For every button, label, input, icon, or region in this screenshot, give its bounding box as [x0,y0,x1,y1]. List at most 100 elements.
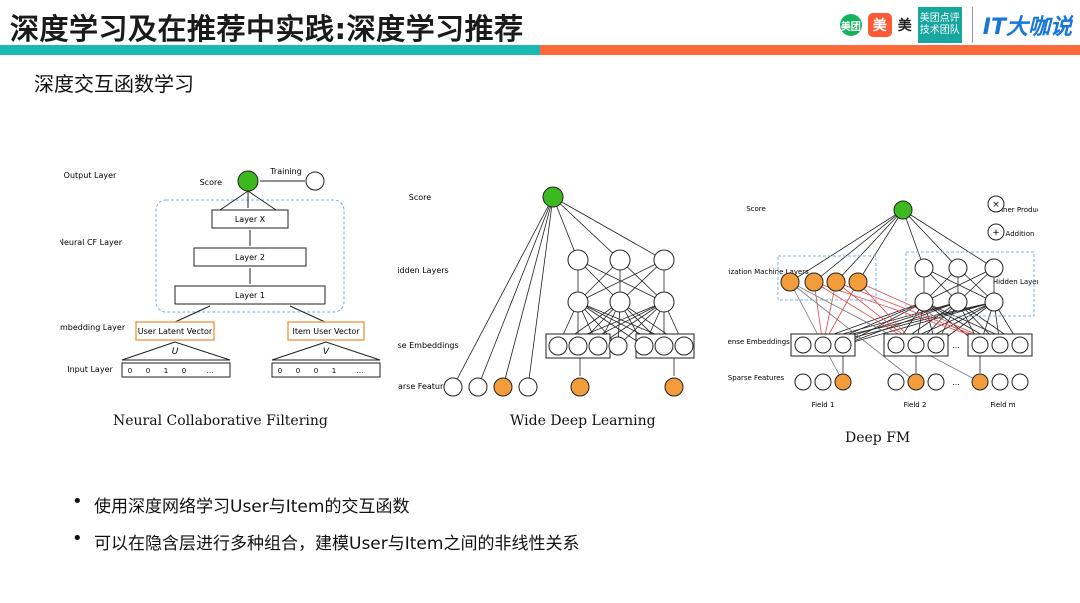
wd-hidden-node [609,249,631,271]
ncf-layer-x [211,209,289,229]
ncf-user-input-row: 0 0 1 0 ... [121,362,231,378]
dfm-fm-box [777,255,877,301]
dfm-sparse-node [991,373,1009,391]
ncf-edge [219,190,249,211]
bullet-list: 使用深度网络学习User与Item的交互函数 可以在隐含层进行多种组合，建模Us… [72,491,579,566]
ncf-item-vector-label: Item User Vector [292,327,360,336]
ncf-neural-cf-box [155,199,345,313]
dfm-caption: Deep FM [845,430,911,446]
ncf-v-label: V [323,347,330,357]
wd-dense-node [634,336,654,356]
ncf-layer-1-label: Layer 1 [235,291,265,300]
wide-deep-diagram: Score Hidden Layers Dense Embeddings Spa… [398,186,695,397]
dfm-dense-edge [842,301,995,346]
dfm-dense-edge [842,301,959,346]
wd-dense-edge [617,301,665,347]
dfm-score-label: Score [746,205,766,213]
ncf-u-label: U [172,347,179,357]
wd-wide-edge [527,196,554,388]
bullet-item: 可以在隐含层进行多种组合，建模User与Item之间的非线性关系 [72,528,579,554]
ncf-item-vector [287,321,365,341]
wd-dense-node [654,336,674,356]
dfm-dense-node [907,336,925,354]
dfm-hidden-node [948,292,968,312]
dfm-dense-node [1011,336,1029,354]
wd-sparse-node [518,377,538,397]
wd-dense-node [548,336,568,356]
ncf-item-projection [271,341,381,361]
wd-dense-node [588,336,608,356]
ncf-item-input-box [271,362,381,378]
ncf-caption: Neural Collaborative Filtering [113,413,328,429]
ncf-score-label: Score [200,178,222,187]
ncf-training-label: Training [269,167,302,176]
dfm-nodes: ×+ [777,195,1035,391]
dfm-fm-edge [835,209,904,283]
ncf-user-bit: 1 [164,367,168,375]
wd-sparse-label: Sparse Features [398,382,452,391]
wd-wide-edge [502,196,554,388]
dfm-fm-add-edge [789,281,917,383]
ncf-user-input-box [121,362,231,378]
ncf-layer-2-label: Layer 2 [235,253,265,262]
dfm-deep-edge [902,209,995,269]
dfm-hidden-node [984,258,1004,278]
ncf-item-input-row: 0 0 0 1 ... [271,362,381,378]
dfm-hidden-label: Hidden Layers [993,278,1038,286]
wd-caption: Wide Deep Learning [510,413,656,429]
dfm-fm-add-edge [789,281,844,383]
wd-sparse-node [468,377,488,397]
wd-hidden-node [653,249,675,271]
dfm-dense-node [887,336,905,354]
dfm-sparse-node [794,373,812,391]
section-subtitle: 深度交互函数学习 [34,72,194,96]
ncf-output-label: Output Layer [64,171,117,180]
tech-team-line1: 美团点评 [919,13,960,24]
dfm-sparse-node [971,373,989,391]
dfm-hidden-node [914,292,934,312]
dfm-fm-edge [857,209,904,283]
ncf-item-bit: 0 [296,367,300,375]
dfm-deep-edge [902,209,925,269]
wd-wide-edge [452,196,554,388]
ncf-user-bit: 0 [146,367,150,375]
wd-deep-edge [552,196,579,261]
page-title: 深度学习及在推荐中实践:深度学习推荐 [10,12,524,46]
wd-hidden-label: Hidden Layers [398,266,449,275]
wd-dense-node [674,336,694,356]
dfm-fm-edge [789,209,904,283]
logo-group: 美团 美 美 美团点评 技术团队 IT大咖说 [839,6,1072,44]
wd-hidden-edge [577,259,665,303]
dfm-fm-label: Factorization Machine Layers [728,268,809,276]
dfm-fm-add-edge [789,281,981,383]
deep-fm-diagram: Score Factorization Machine Layers Dense… [728,195,1038,409]
ncf-target-node [305,171,325,191]
dfm-hidden-node [914,258,934,278]
dfm-dense-node [927,336,945,354]
logo-divider [971,7,973,43]
dfm-score-node [893,200,913,220]
dfm-inner-product-label: Inner Product [997,206,1038,214]
ncf-edge [174,305,211,323]
wd-score-label: Score [409,193,431,202]
it-daka-logo: IT大咖说 [982,15,1072,40]
wd-hidden-node [609,291,631,313]
ncf-edge [247,190,277,211]
dfm-hidden-node [984,292,1004,312]
ncf-edge [289,305,326,323]
addition-icon [987,223,1005,241]
dfm-hidden-node [948,258,968,278]
dfm-sparse-node [834,373,852,391]
wd-hidden-node [653,291,675,313]
dfm-fm-edge [813,209,904,283]
ncf-item-bit: 1 [332,367,336,375]
dfm-dense-label: Dense Embeddings [728,338,790,346]
dfm-hidden-box [905,251,1035,317]
ncf-layer-x-label: Layer X [235,215,266,224]
meituan-logo: 美团 [839,14,862,36]
wd-dense-node [568,336,588,356]
addition-symbol: + [992,228,1000,238]
wd-score-node [542,186,564,208]
wd-hidden-node [567,249,589,271]
dfm-deep-edge [902,209,959,269]
